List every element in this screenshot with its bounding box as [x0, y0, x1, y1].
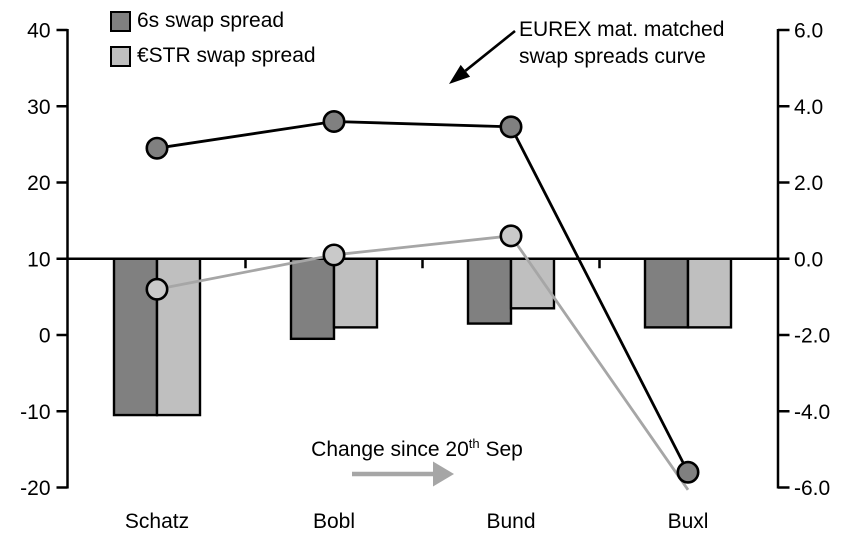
legend-swatch-dark-icon	[110, 10, 131, 32]
category-label-bobl: Bobl	[313, 510, 355, 533]
curve-annotation-arrow-head-icon	[449, 64, 471, 84]
marker-6s-curve-Schatz	[145, 136, 169, 160]
change-annotation-prefix: Change since 20	[311, 438, 469, 461]
marker-estr-curve-Bund	[499, 224, 523, 248]
legend-label-6s: 6s swap spread	[137, 9, 285, 32]
curve-annotation-line1: EUREX mat. matched	[519, 18, 725, 41]
legend: 6s swap spread €STR swap spread	[110, 9, 316, 79]
right-axis-tick-label: 2.0	[794, 172, 823, 195]
left-axis-tick-label: -20	[20, 477, 50, 500]
legend-item-6s: 6s swap spread	[110, 9, 316, 33]
right-axis-tick-label: 0.0	[794, 248, 823, 271]
curve-annotation: EUREX mat. matched swap spreads curve	[519, 16, 724, 70]
category-label-buxl: Buxl	[668, 510, 709, 533]
category-label-schatz: Schatz	[125, 510, 189, 533]
bar-6s-change-Bund	[466, 257, 513, 325]
curve-annotation-arrow-shaft	[464, 29, 516, 72]
left-axis-tick-label: 30	[27, 96, 50, 119]
change-annotation-sup: th	[468, 436, 480, 451]
bar-6s-change-Buxl	[643, 257, 690, 329]
bar-estr-change-Bobl	[332, 257, 379, 329]
right-axis-tick-label: -6.0	[794, 477, 830, 500]
legend-swatch-light-icon	[110, 45, 131, 67]
line-estr-curve	[156, 234, 690, 491]
bar-estr-change-Buxl	[686, 257, 733, 329]
left-axis-tick-label: -10	[20, 401, 50, 424]
bar-6s-change-Bobl	[289, 257, 336, 341]
marker-estr-curve-Bobl	[322, 243, 346, 267]
right-axis-tick-label: -4.0	[794, 401, 830, 424]
marker-6s-curve-Bund	[499, 115, 523, 139]
change-annotation-suffix: Sep	[479, 438, 523, 461]
left-axis-tick-label: 40	[27, 20, 50, 43]
left-axis-tick-label: 0	[39, 325, 51, 348]
curve-annotation-line2: swap spreads curve	[519, 45, 706, 68]
legend-label-estr: €STR swap spread	[137, 44, 316, 67]
line-6s-curve	[156, 120, 690, 473]
change-annotation-arrow-head-icon	[433, 461, 454, 487]
left-axis-tick-label: 10	[27, 248, 50, 271]
left-axis-tick-label: 20	[27, 172, 50, 195]
right-axis-tick-label: -2.0	[794, 325, 830, 348]
change-annotation: Change since 20th Sep	[250, 436, 584, 462]
right-axis-tick-label: 6.0	[794, 20, 823, 43]
category-label-bund: Bund	[486, 510, 535, 533]
legend-item-estr: €STR swap spread	[110, 44, 316, 68]
right-axis-tick-label: 4.0	[794, 96, 823, 119]
marker-6s-curve-Buxl	[676, 460, 700, 484]
marker-estr-curve-Schatz	[145, 277, 169, 301]
marker-6s-curve-Bobl	[322, 110, 346, 134]
